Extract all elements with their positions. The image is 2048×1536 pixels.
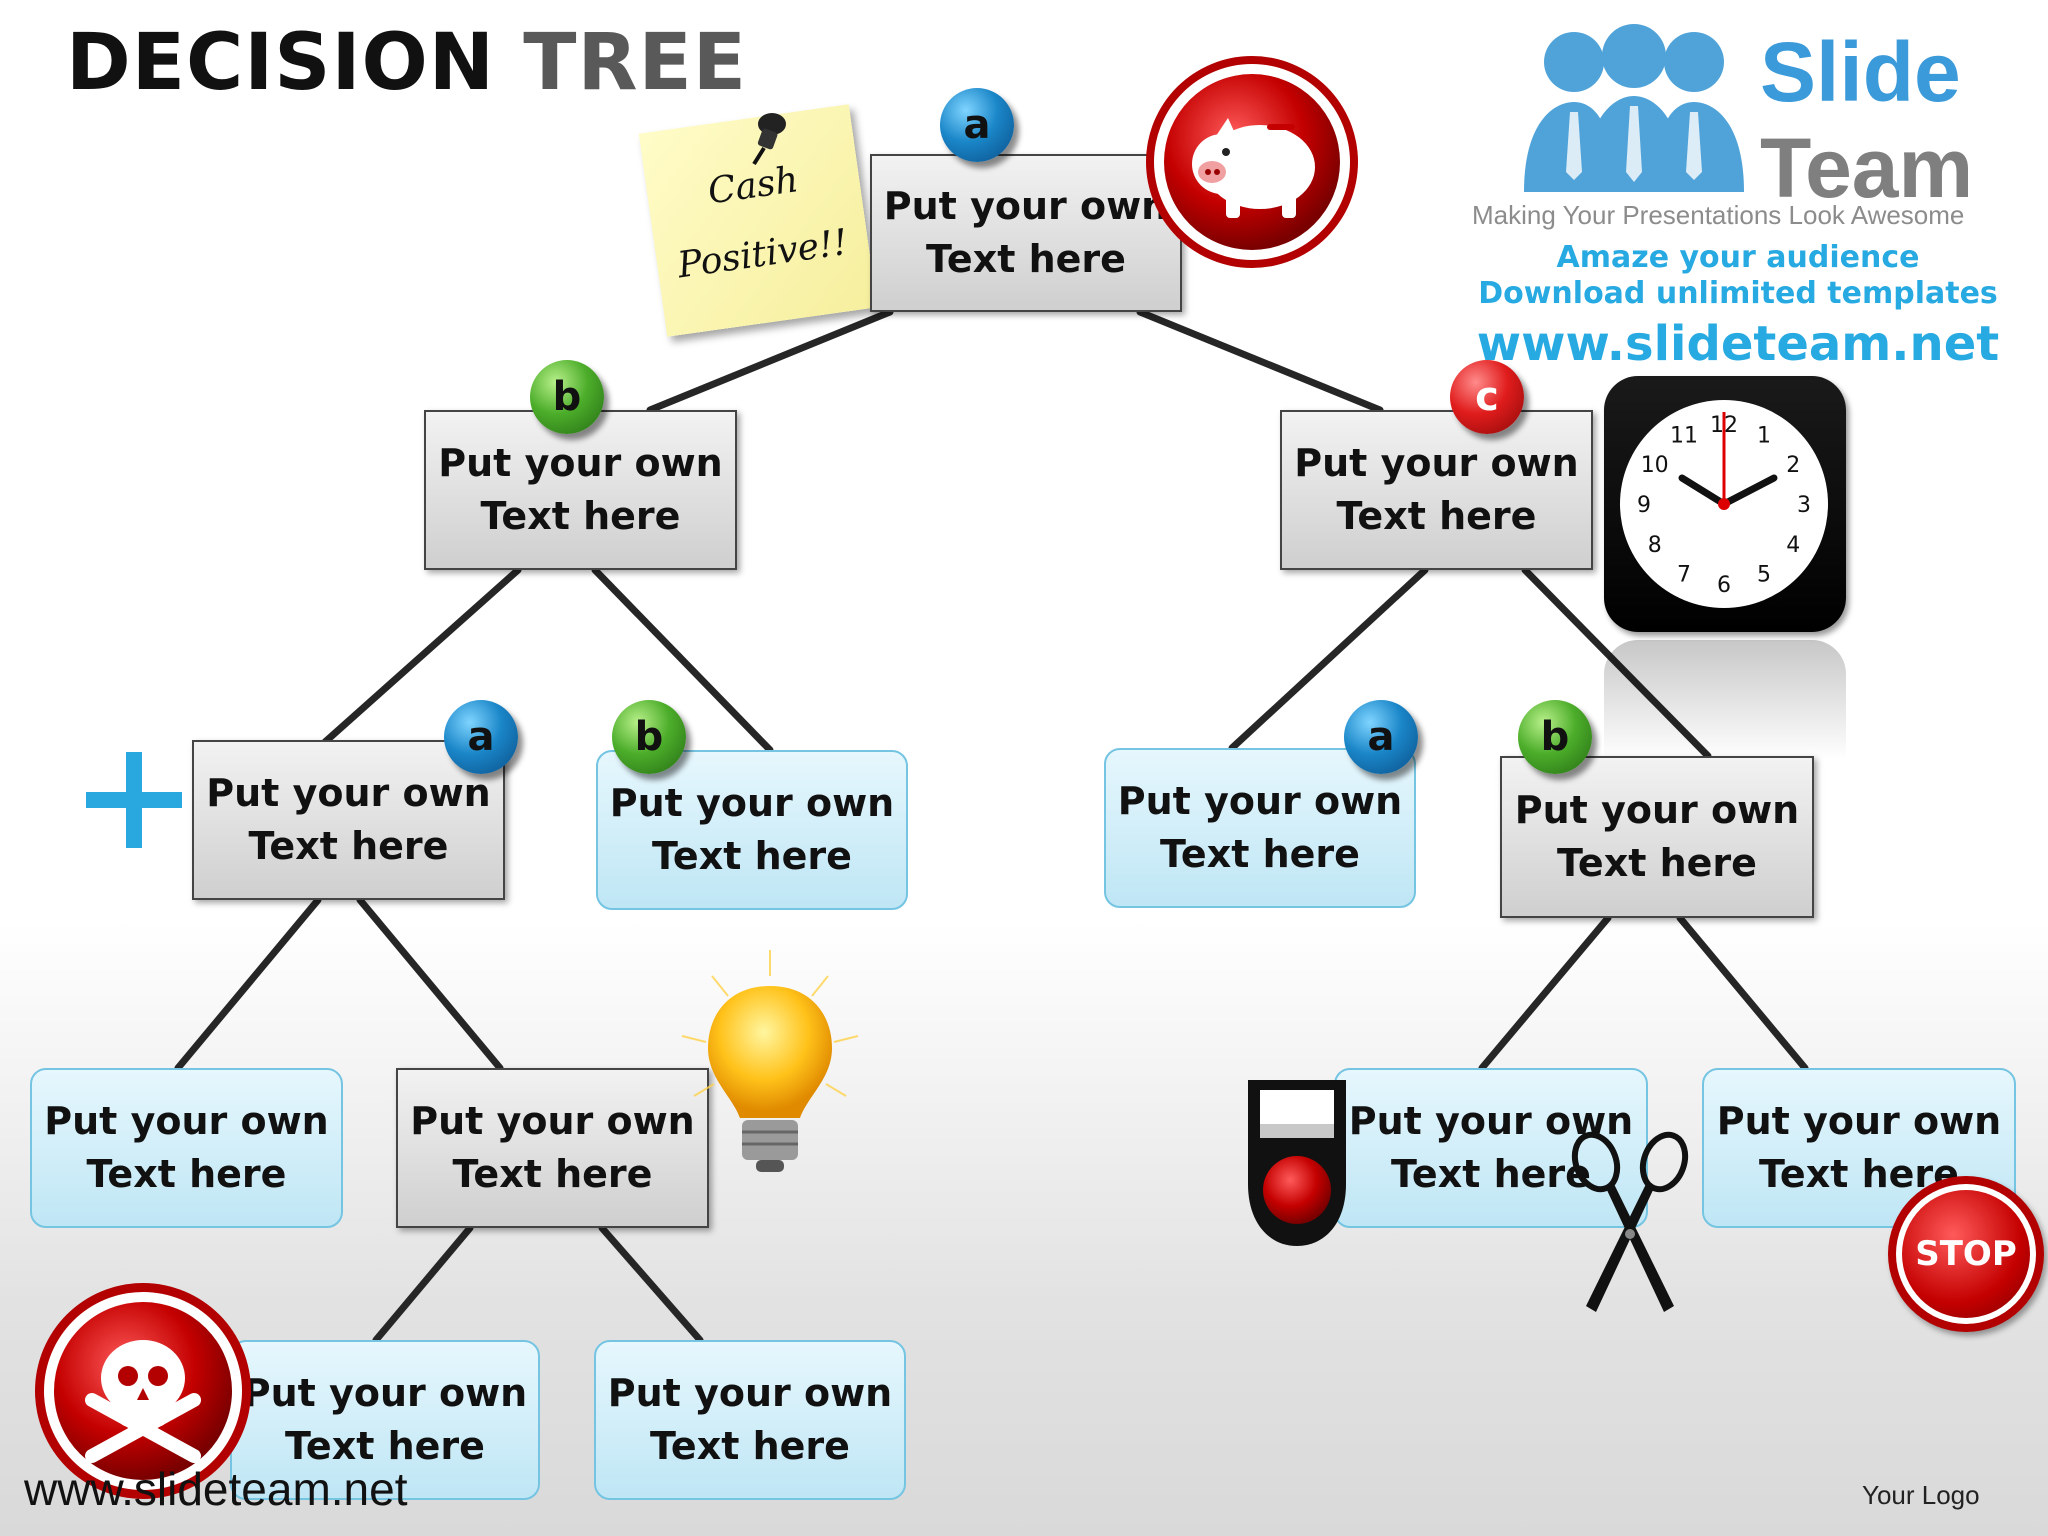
node-left-a-mid-line2: Text here xyxy=(452,1152,653,1196)
node-level1-left[interactable]: Put your own Text here xyxy=(424,410,737,570)
node-leaf-mid-left[interactable]: Put your own Text here xyxy=(230,1340,540,1500)
connector-lefta-leaf xyxy=(174,896,322,1072)
sticky-note-line2: Positive!! xyxy=(675,221,851,286)
node-leaf-left-a-left-line2: Text here xyxy=(86,1152,287,1196)
badge-right-c: c xyxy=(1450,360,1524,434)
clock-number: 5 xyxy=(1757,562,1771,587)
skull-crossbones-icon xyxy=(35,1283,251,1499)
node-right-b-line2: Text here xyxy=(1557,841,1757,885)
node-leaf-mid-right-line2: Text here xyxy=(650,1424,850,1468)
title-word-tree: TREE xyxy=(523,18,748,108)
node-root-line2: Text here xyxy=(926,237,1126,281)
clock-number: 2 xyxy=(1786,453,1800,478)
connector-rightb-leafr xyxy=(1676,914,1809,1072)
connector-left-leftb xyxy=(591,566,774,754)
page-title: DECISION TREE xyxy=(66,18,747,108)
badge-left-a: a xyxy=(444,700,518,774)
node-leaf-mid-right[interactable]: Put your own Text here xyxy=(594,1340,906,1500)
node-level1-right-line1: Put your own xyxy=(1294,440,1579,485)
clock-number: 4 xyxy=(1786,533,1800,558)
clock-number: 6 xyxy=(1717,573,1731,598)
slideteam-people-icon xyxy=(1524,24,1744,192)
connector-root-right xyxy=(1136,308,1384,414)
brand-url[interactable]: www.slideteam.net xyxy=(1476,316,2000,372)
node-left-b-line2: Text here xyxy=(652,834,852,878)
stop-sign-label: STOP xyxy=(1902,1190,2030,1318)
node-leaf-right-b-right-line1: Put your own xyxy=(1716,1098,2002,1143)
node-level1-left-line2: Text here xyxy=(480,494,681,538)
node-level1-left-line1: Put your own xyxy=(438,440,723,485)
clock-number: 7 xyxy=(1677,562,1691,587)
node-left-a-mid-line1: Put your own xyxy=(410,1098,695,1143)
node-right-b-line1: Put your own xyxy=(1514,787,1800,832)
pushpin-icon xyxy=(752,113,786,166)
piggy-bank-icon xyxy=(1146,56,1358,268)
badge-right-a: a xyxy=(1344,700,1418,774)
plus-icon xyxy=(86,752,182,848)
node-right-a-line1: Put your own xyxy=(1117,778,1403,823)
connector-left-lefta xyxy=(321,566,522,746)
connector-right-rightb xyxy=(1521,566,1712,760)
clock-number: 8 xyxy=(1648,533,1662,558)
node-leaf-right-b-left-line2: Text here xyxy=(1391,1152,1591,1196)
node-right-b[interactable]: Put your own Text here xyxy=(1500,756,1814,918)
node-root-line1: Put your own xyxy=(883,183,1169,228)
node-leaf-mid-left-line1: Put your own xyxy=(242,1370,528,1415)
badge-root-a: a xyxy=(940,88,1014,162)
brand-promo-line2: Download unlimited templates xyxy=(1478,276,1998,311)
clock-number: 11 xyxy=(1670,424,1698,449)
node-left-a-line2: Text here xyxy=(248,824,449,868)
brand-promo-line1: Amaze your audience xyxy=(1556,240,1920,275)
brand-name-slide: Slide xyxy=(1760,25,1961,119)
badge-left-b-child: b xyxy=(612,700,686,774)
your-logo-placeholder: Your Logo xyxy=(1862,1480,1980,1510)
stop-sign-icon: STOP xyxy=(1888,1176,2044,1332)
badge-right-b: b xyxy=(1518,700,1592,774)
badge-left-b: b xyxy=(530,360,604,434)
connector-lefta-mid xyxy=(356,896,504,1072)
connector-right-righta xyxy=(1228,566,1429,752)
connector-rightb-leafl xyxy=(1478,914,1612,1072)
record-button-icon xyxy=(1248,1080,1346,1246)
brand-tagline: Making Your Presentations Look Awesome xyxy=(1472,200,1965,230)
title-word-decision: DECISION xyxy=(66,18,496,108)
node-left-b-line1: Put your own xyxy=(609,780,895,825)
node-left-a[interactable]: Put your own Text here xyxy=(192,740,505,900)
node-root[interactable]: Put your own Text here xyxy=(870,154,1182,312)
footer-url[interactable]: www.slideteam.net xyxy=(24,1463,408,1515)
scissors-icon xyxy=(1571,1131,1689,1312)
node-level1-right-line2: Text here xyxy=(1336,494,1537,538)
node-leaf-left-a-left[interactable]: Put your own Text here xyxy=(30,1068,343,1228)
node-leaf-mid-right-line1: Put your own xyxy=(607,1370,893,1415)
node-left-a-mid[interactable]: Put your own Text here xyxy=(396,1068,709,1228)
connector-mid-leafl xyxy=(372,1224,474,1344)
node-leaf-mid-left-line2: Text here xyxy=(285,1424,485,1468)
node-level1-right[interactable]: Put your own Text here xyxy=(1280,410,1593,570)
node-right-a-line2: Text here xyxy=(1160,832,1360,876)
clock-number: 9 xyxy=(1637,493,1651,518)
clock-number: 10 xyxy=(1641,453,1669,478)
brand-name-team: Team xyxy=(1760,121,1974,215)
node-left-b[interactable]: Put your own Text here xyxy=(596,750,908,910)
connector-mid-leafr xyxy=(598,1224,704,1344)
connector-root-left xyxy=(646,308,894,414)
node-left-a-line1: Put your own xyxy=(206,770,491,815)
node-leaf-left-a-left-line1: Put your own xyxy=(44,1098,329,1143)
clock-number: 3 xyxy=(1797,493,1811,518)
node-right-a[interactable]: Put your own Text here xyxy=(1104,748,1416,908)
clock-number: 1 xyxy=(1757,424,1771,449)
light-bulb-icon xyxy=(681,950,859,1172)
clock-reflection xyxy=(1604,640,1846,760)
